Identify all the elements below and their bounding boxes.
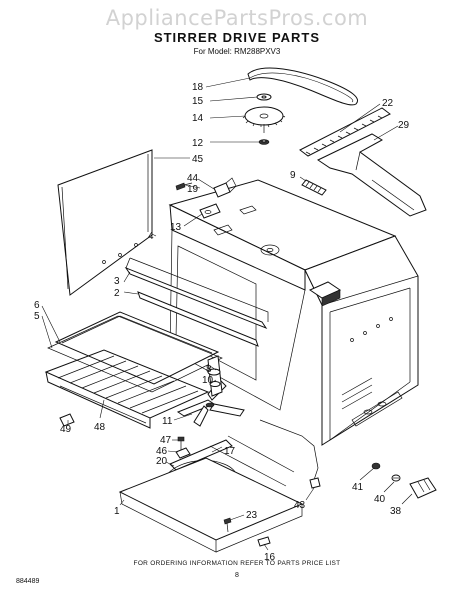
callout-4: 4 — [148, 231, 154, 242]
callout-23: 23 — [246, 510, 258, 521]
cabinet-foot — [59, 413, 75, 427]
base-screw — [223, 517, 232, 533]
stirrer-nut — [258, 139, 270, 145]
fan-motor — [409, 477, 437, 499]
callout-44: 44 — [187, 173, 199, 184]
stirrer-washer — [256, 93, 272, 101]
callout-47: 47 — [160, 435, 172, 446]
callout-8: 8 — [206, 364, 212, 375]
cutout-screw — [175, 182, 193, 191]
fan-blade-nut — [371, 462, 381, 470]
callout-41: 41 — [352, 482, 364, 493]
glass-tray — [54, 311, 220, 385]
door-choke-seal — [124, 257, 269, 347]
callout-40: 40 — [374, 494, 386, 505]
callout-9: 9 — [290, 170, 296, 181]
door-switch — [199, 203, 221, 219]
mounting-screw — [177, 436, 185, 450]
stirrer-belt — [247, 67, 358, 106]
oven-cavity — [168, 179, 419, 446]
stirrer-pulley — [242, 106, 286, 133]
base-plate — [118, 435, 304, 553]
callout-46: 46 — [156, 446, 168, 457]
callout-38: 38 — [390, 506, 402, 517]
callout-43: 43 — [294, 500, 306, 511]
figure-code: 884489 — [16, 578, 40, 585]
callout-15: 15 — [192, 96, 204, 107]
callout-18: 18 — [192, 82, 204, 93]
callout-1: 1 — [114, 506, 120, 517]
callout-3: 3 — [114, 276, 120, 287]
wire-harness — [259, 419, 321, 489]
callout-29: 29 — [398, 120, 410, 131]
callout-48: 48 — [94, 422, 106, 433]
callout-10: 10 — [202, 375, 214, 386]
callout-49: 49 — [60, 424, 72, 435]
shaft-clip — [301, 179, 327, 196]
page-number: 8 — [235, 572, 239, 579]
fan-blade-washer — [391, 474, 401, 482]
model-subtitle: For Model: RM288PXV3 — [193, 47, 281, 56]
callout-11: 11 — [162, 416, 173, 427]
callout-19: 19 — [187, 184, 199, 195]
stirrer-cover — [316, 133, 427, 217]
wire-clip — [175, 447, 191, 459]
diagram-title: STIRRER DRIVE PARTS — [153, 30, 321, 45]
foot-screw — [257, 536, 271, 547]
callout-13: 13 — [170, 222, 182, 233]
callout-12: 12 — [192, 138, 204, 149]
tray-shelf — [47, 315, 223, 393]
ordering-note: FOR ORDERING INFORMATION REFER TO PARTS … — [133, 560, 341, 567]
callout-labels: 18 15 14 12 22 29 9 45 44 19 13 4 3 2 6 … — [34, 82, 410, 563]
callout-2: 2 — [114, 288, 120, 299]
side-panel — [57, 149, 153, 296]
callout-6: 6 — [34, 300, 40, 311]
callout-20: 20 — [156, 456, 168, 467]
thermal-cutout — [213, 177, 237, 198]
leader-lines — [41, 77, 413, 551]
callout-45: 45 — [192, 154, 204, 165]
callout-16: 16 — [264, 552, 276, 563]
callout-5: 5 — [34, 311, 40, 322]
stirrer-motor-bracket — [207, 355, 223, 397]
callout-14: 14 — [192, 113, 204, 124]
callout-22: 22 — [382, 98, 394, 109]
callout-17: 17 — [224, 446, 236, 457]
watermark: AppliancePartsPros.com — [105, 6, 369, 30]
stirrer-bracket — [169, 439, 233, 471]
